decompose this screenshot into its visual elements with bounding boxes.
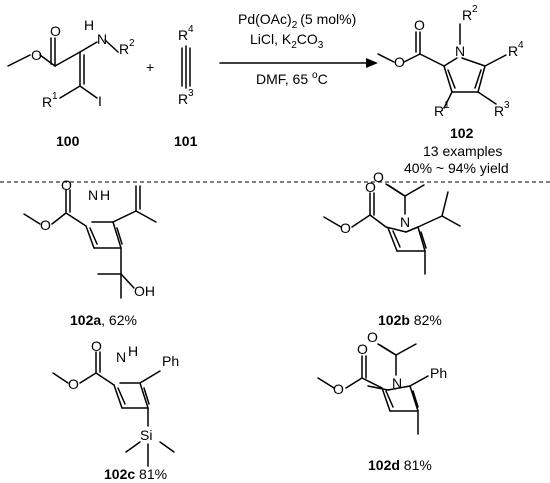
group-r4-102-index: 4 [518,40,524,51]
plus-sign: + [146,59,154,75]
group-r1-100-index: 1 [52,91,58,102]
group-r3-101-index: 3 [188,88,194,99]
atom-o-ester-102b: O [340,220,351,236]
caption-102c: 102c 81% [104,466,167,482]
group-r2-102-index: 2 [472,4,478,15]
atom-o-carbonyl-102d: O [357,341,368,357]
atom-n-102a: N [88,187,98,203]
structure-102d [317,343,429,435]
compound-label-102: 102 [450,125,474,141]
group-r1-100: R [42,94,52,110]
atom-o-carbonyl-102c: O [91,338,102,354]
group-r3-101: R [178,91,188,107]
group-r3-102: R [494,103,504,119]
atom-o-ester-102c: O [68,376,79,392]
atom-h-102a: H [100,187,110,203]
group-r3-102-index: 3 [504,100,510,111]
caption-102b: 102b 82% [378,312,442,328]
group-ph-102d: Ph [430,365,447,381]
atom-o-ester-102d: O [333,381,344,397]
atom-o-carbonyl-102: O [414,17,425,33]
group-oh-102a: OH [134,283,155,299]
group-r2-102: R [462,7,472,23]
yield-range: 40% ~ 94% yield [404,160,509,176]
atom-n-102c: N [116,349,126,365]
structure-102a [23,185,157,299]
group-ph-102c: Ph [162,353,179,369]
group-r2-100: R [119,41,129,57]
atom-o-acetyl-102d: O [367,329,378,345]
group-r4-101-index: 4 [188,24,194,35]
atom-iodine-100: I [98,93,102,109]
structure-102c [52,351,175,467]
group-r1-102: R [434,103,444,119]
group-r1-102-index: 1 [444,100,450,111]
atom-o-ester-102a: O [40,217,51,233]
reactant-101-structure [181,45,191,89]
atom-o-ester-100: O [31,47,42,63]
atom-o-carbonyl-102a: O [61,177,72,193]
compound-label-101: 101 [174,133,198,149]
atom-n-102b: N [400,214,410,230]
examples-count: 13 examples [423,143,502,159]
atom-h-102c: H [128,343,138,359]
group-r4-101: R [178,27,188,43]
atom-o-carbonyl-102b: O [365,179,376,195]
group-r2-100-index: 2 [129,38,135,49]
atom-o-acetyl-102b: O [373,169,384,185]
reactant-100-structure [7,37,119,99]
reaction-arrow [219,58,378,68]
structure-102b [323,183,461,275]
atom-n-102: N [455,43,465,59]
atom-o-ester-102: O [394,54,405,70]
compound-label-100: 100 [56,133,80,149]
caption-102a: 102a, 62% [70,312,137,328]
atom-n-100: N [97,31,107,47]
product-102-structure [377,23,507,109]
atom-h-100: H [84,17,94,33]
conditions-catalyst: Pd(OAc)2(5 mol%) [238,11,356,31]
conditions-reagents: LiCl, K2CO3 [250,31,324,51]
atom-si-102c: Si [140,427,152,443]
atom-o-carbonyl-100: O [50,23,61,39]
caption-102d: 102d 81% [368,457,432,473]
group-r4-102: R [508,43,518,59]
conditions-solvent-temperature: DMF, 65 oC [256,70,328,87]
atom-n-102d: N [392,375,402,391]
